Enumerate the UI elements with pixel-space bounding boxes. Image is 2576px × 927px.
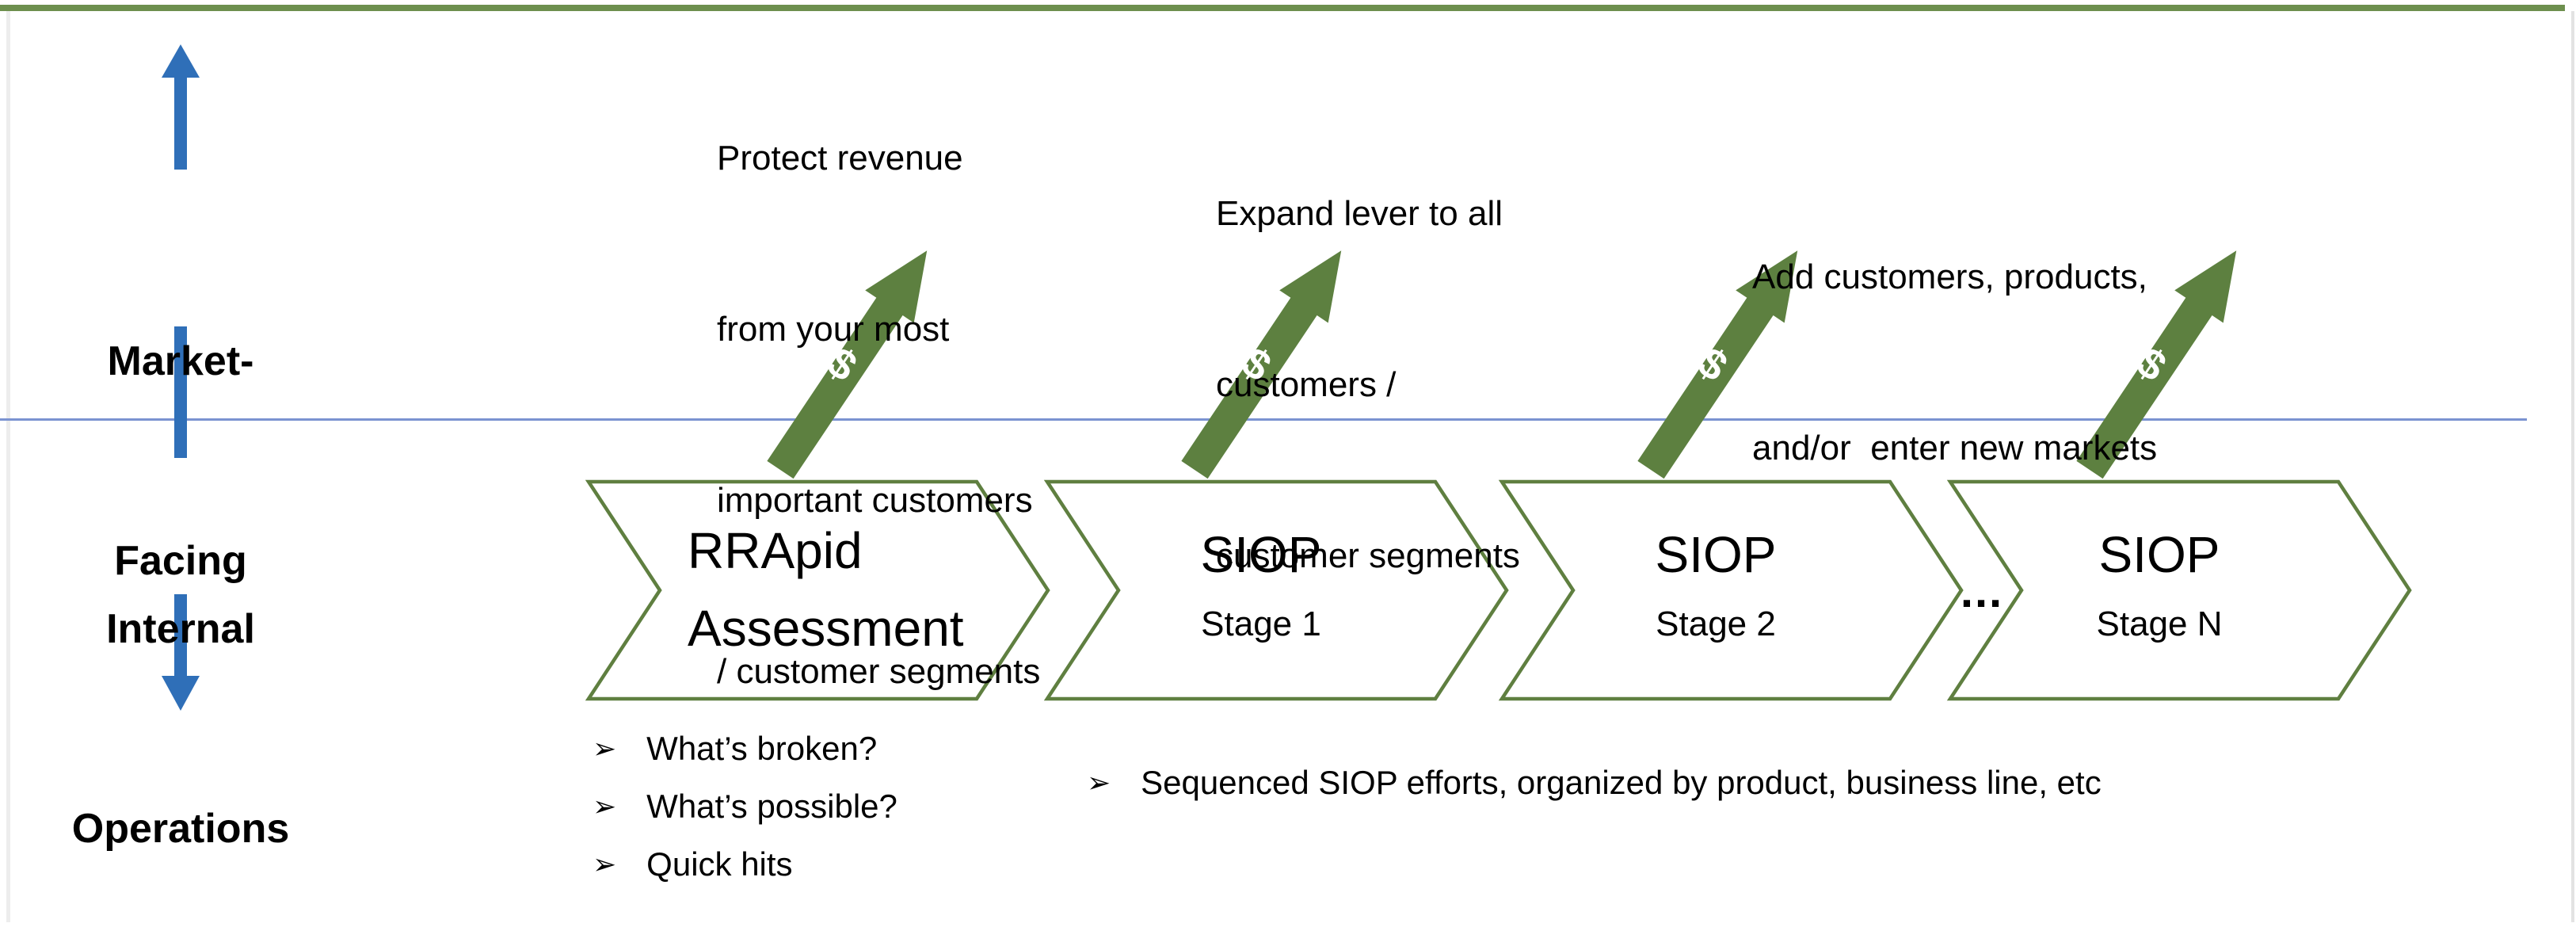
stage-chevron-siop-2 <box>1498 479 1964 701</box>
right-edge-line <box>2571 11 2574 922</box>
annotation-line: from your most <box>717 310 950 349</box>
stage-chevrons <box>585 479 2412 701</box>
arrowhead-bullet-icon: ➢ <box>1087 765 1111 799</box>
bullet-text: What’s possible? <box>646 787 897 825</box>
arrowhead-bullet-icon: ➢ <box>593 731 617 765</box>
arrowhead-bullet-icon: ➢ <box>593 847 617 880</box>
market-facing-line-2: Facing <box>114 538 247 584</box>
assessment-bullet-list: ➢ What’s broken? ➢ What’s possible? ➢ Qu… <box>593 719 897 893</box>
stage-subtitle: Stage 1 <box>1201 605 1321 643</box>
axis-arrow-lower-shaft <box>174 594 187 677</box>
list-item: ➢ Quick hits <box>593 835 897 893</box>
revenue-arrow-1-icon <box>767 250 928 479</box>
stage-subtitle: Stage N <box>2096 605 2223 643</box>
revenue-arrow-3-icon <box>1637 250 1798 479</box>
left-edge-line <box>6 11 10 922</box>
revenue-arrows <box>767 250 2237 479</box>
axis-arrow-up-head-icon <box>162 44 200 78</box>
stage-title: SIOP <box>1655 526 1777 583</box>
stage-label-rrapid-assessment: RRApid Assessment <box>688 512 964 667</box>
siop-bullet-list: ➢ Sequenced SIOP efforts, organized by p… <box>1087 753 2102 811</box>
list-item: ➢ What’s possible? <box>593 777 897 835</box>
stage-title: RRApid <box>688 522 863 579</box>
stage-subtitle: Stage 2 <box>1656 605 1776 643</box>
bullet-text: Sequenced SIOP efforts, organized by pro… <box>1141 763 2102 801</box>
market-internal-divider-line <box>0 418 2527 421</box>
bullet-text: What’s broken? <box>646 729 878 767</box>
vertical-axis-arrow <box>162 44 200 711</box>
stage-title: SIOP <box>1200 526 1322 583</box>
annotation-line: / customer segments <box>717 652 1041 691</box>
revenue-arrow-2-icon <box>1181 250 1342 479</box>
annotation-line: Protect revenue <box>717 139 963 177</box>
annotation-line: important customers <box>717 481 1033 520</box>
stage-label-siop-n: SIOP Stage N <box>1961 521 2357 648</box>
bullet-text: Quick hits <box>646 845 793 883</box>
market-facing-line-1: Market- <box>107 338 254 384</box>
axis-arrow-middle-shaft <box>174 326 187 458</box>
internal-operations-line-2: Operations <box>71 806 290 852</box>
annotation-line: customers / <box>1216 365 1397 404</box>
list-item: ➢ Sequenced SIOP efforts, organized by p… <box>1087 753 2102 811</box>
stage-chevron-rrapid <box>585 479 1050 701</box>
annotation-line: customer segments <box>1216 536 1520 575</box>
stage-chevron-siop-1 <box>1043 479 1509 701</box>
stage-label-siop-2: SIOP Stage 2 <box>1518 521 1914 648</box>
annotation-add-customers: Add customers, products, and/or enter ne… <box>1752 135 2157 591</box>
annotation-protect-revenue: Protect revenue from your most important… <box>717 16 1040 814</box>
stage-title: Assessment <box>688 600 964 657</box>
annotation-line: Expand lever to all <box>1216 194 1503 233</box>
axis-arrow-upper-shaft <box>174 76 187 170</box>
internal-operations-line-1: Internal <box>106 606 255 652</box>
annotation-line: Add customers, products, <box>1752 258 2147 296</box>
top-green-bar <box>0 5 2565 11</box>
annotation-expand-lever: Expand lever to all customers / customer… <box>1216 71 1520 699</box>
list-item: ➢ What’s broken? <box>593 719 897 777</box>
stage-title: SIOP <box>2098 526 2220 583</box>
arrowhead-bullet-icon: ➢ <box>593 789 617 822</box>
market-facing-label: Market- Facing <box>22 195 339 727</box>
axis-arrow-down-head-icon <box>162 676 200 711</box>
stage-sequence-ellipsis: ... <box>1960 565 2004 617</box>
revenue-arrow-4-icon <box>2076 250 2237 479</box>
stage-label-siop-1: SIOP Stage 1 <box>1063 521 1459 648</box>
internal-operations-label: Internal Operations <box>22 463 339 927</box>
annotation-line: and/or enter new markets <box>1752 429 2158 467</box>
stage-chevron-siop-n <box>1946 479 2412 701</box>
